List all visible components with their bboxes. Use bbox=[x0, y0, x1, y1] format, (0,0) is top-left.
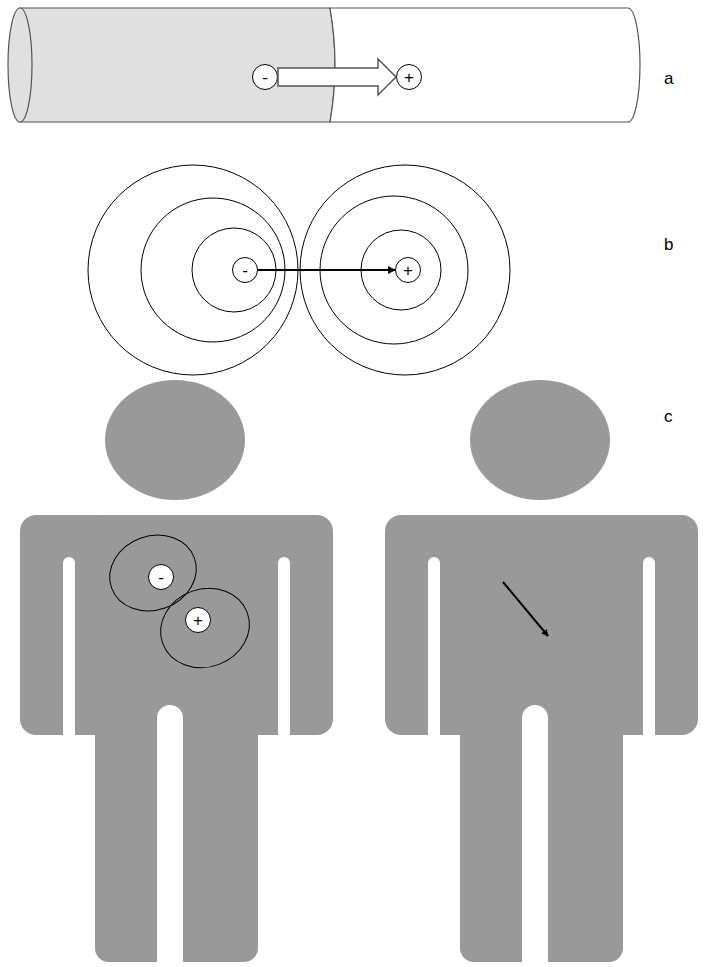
charge-outline bbox=[186, 608, 211, 633]
block-arrow bbox=[278, 59, 396, 95]
field-circle bbox=[192, 228, 276, 312]
dipole-vector bbox=[503, 582, 548, 636]
figure-head bbox=[470, 380, 610, 500]
charge-sign: + bbox=[395, 257, 421, 283]
arm-gap bbox=[428, 557, 440, 747]
charge-node: + bbox=[395, 257, 421, 283]
human-figure bbox=[20, 380, 333, 967]
field-circle bbox=[320, 196, 468, 344]
charge-sign: + bbox=[185, 607, 211, 633]
charge-outline bbox=[149, 565, 174, 590]
arm-gap bbox=[643, 557, 655, 747]
panel-letter: a bbox=[664, 70, 673, 87]
charge-outline bbox=[397, 65, 422, 90]
panel-letter: b bbox=[664, 236, 673, 253]
figure-head bbox=[105, 380, 245, 500]
human-figure bbox=[385, 380, 698, 967]
charge-node: - bbox=[252, 64, 278, 90]
cylinder-end bbox=[8, 8, 32, 122]
field-ellipse bbox=[99, 523, 207, 623]
charge-outline bbox=[233, 258, 258, 283]
charge-sign: - bbox=[252, 64, 278, 90]
charge-node: + bbox=[185, 607, 211, 633]
field-circle bbox=[88, 165, 298, 375]
field-circle bbox=[361, 230, 441, 310]
leg-gap bbox=[157, 705, 183, 967]
charge-node: + bbox=[396, 64, 422, 90]
charge-outline bbox=[253, 65, 278, 90]
field-circles bbox=[88, 165, 510, 375]
leg-gap bbox=[522, 705, 548, 967]
arm-gap bbox=[63, 557, 75, 747]
field-circle bbox=[141, 198, 285, 342]
field-ellipse bbox=[149, 576, 260, 680]
charge-sign: - bbox=[148, 564, 174, 590]
charge-outline bbox=[396, 258, 421, 283]
charge-sign: - bbox=[232, 257, 258, 283]
field-circle bbox=[300, 165, 510, 375]
charge-node: - bbox=[232, 257, 258, 283]
arm-gap bbox=[278, 557, 290, 747]
panel-letter: c bbox=[664, 408, 673, 425]
charge-node: - bbox=[148, 564, 174, 590]
resting-segment bbox=[330, 8, 640, 122]
vector-arrow bbox=[258, 269, 395, 271]
charge-sign: + bbox=[396, 64, 422, 90]
depolarized-segment bbox=[20, 8, 335, 122]
